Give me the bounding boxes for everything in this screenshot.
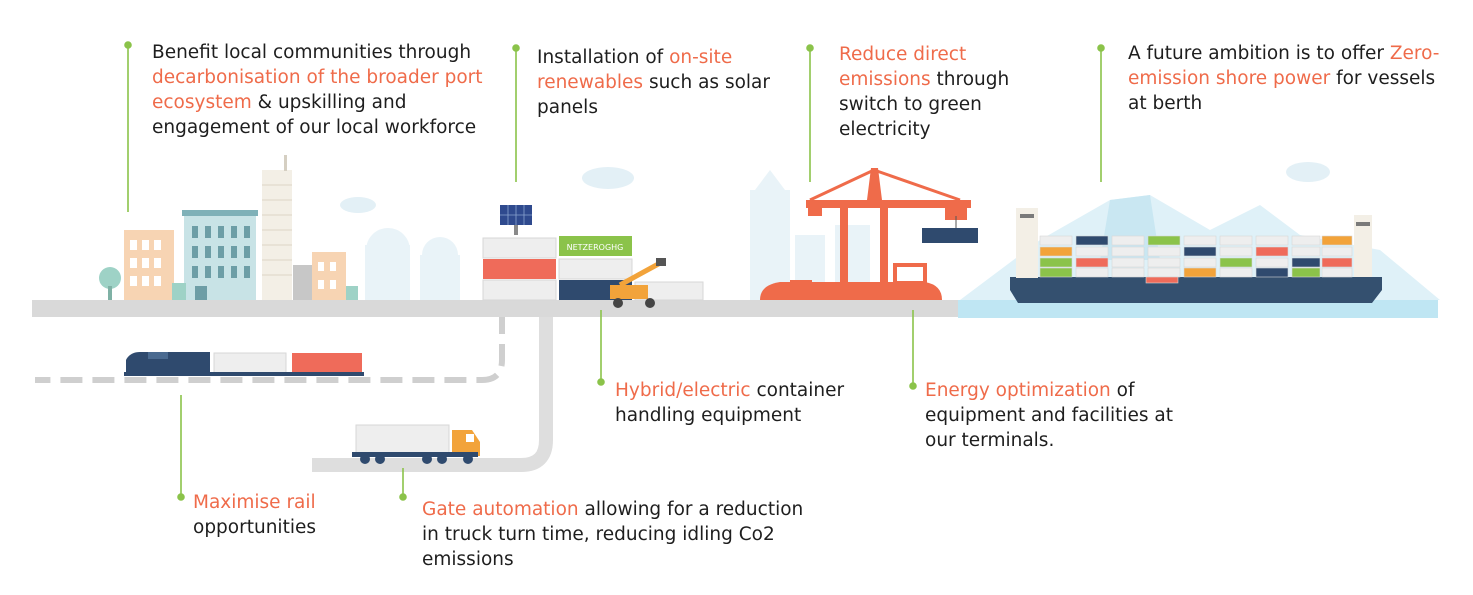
- callout-renewables: Installation of on-site renewables such …: [537, 47, 770, 118]
- house-building: [312, 252, 346, 300]
- callout-shore-power: A future ambition is to offer Zero-emiss…: [1128, 43, 1440, 114]
- container-truck: [352, 424, 480, 464]
- reach-stacker: [610, 258, 666, 308]
- tree: [99, 267, 121, 289]
- rail-track: [35, 312, 505, 383]
- callout-hybrid: Hybrid/electric container handling equip…: [615, 380, 845, 426]
- container-label: NETZEROGHG: [567, 243, 624, 252]
- city-buildings: [99, 155, 358, 300]
- freight-train: [124, 352, 364, 376]
- callout-energy: Energy optimization of equipment and fac…: [925, 380, 1174, 451]
- ground-strip: [32, 300, 958, 317]
- container-yard: NETZEROGHG: [482, 205, 704, 308]
- callout-emissions: Reduce direct emissions through switch t…: [839, 44, 1010, 140]
- callout-rail: Maximise rail opportunities: [193, 492, 316, 538]
- clouds: [340, 162, 1330, 213]
- truck-road: [312, 312, 553, 472]
- gantry-crane: [760, 168, 978, 300]
- callout-lines: [124, 41, 1105, 501]
- callout-communities: Benefit local communities through decarb…: [152, 42, 483, 138]
- container-ship: [1010, 208, 1382, 303]
- tower-building: [262, 170, 292, 300]
- callout-gate: Gate automation allowing for a reduction…: [422, 499, 804, 570]
